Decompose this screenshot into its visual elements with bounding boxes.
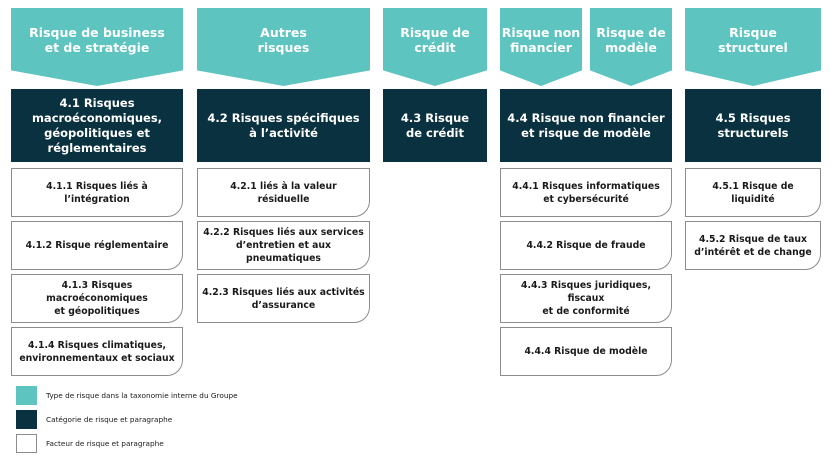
header-line: structurel: [718, 40, 788, 55]
category-line: à l’activité: [249, 125, 318, 140]
category-line: réglementaires: [47, 140, 147, 155]
legend-label-risk-category: Catégorie de risque et paragraphe: [46, 415, 173, 424]
risk-category-4-5: 4.5 Risques structurels: [685, 89, 821, 162]
factor-line: 4.4.2 Risque de fraude: [526, 240, 646, 251]
factor-line: 4.2.2 Risques liés aux services: [203, 227, 364, 238]
category-line: 4.2 Risques spécifiques: [207, 110, 360, 125]
category-line: 4.5 Risques: [715, 110, 791, 125]
category-line: 4.4 Risque non financier: [507, 110, 665, 125]
category-line: 4.1 Risques: [59, 95, 135, 110]
risk-type-credit: Risque de crédit: [383, 8, 487, 86]
factor-line: 4.1.4 Risques climatiques,: [27, 339, 167, 351]
header-line: Risque de: [596, 25, 666, 40]
risk-factor-4-2-3: 4.2.3 Risques liés aux activités d’assur…: [197, 274, 370, 323]
risk-type-structural: Risque structurel: [685, 8, 821, 86]
risk-category-4-2: 4.2 Risques spécifiques à l’activité: [197, 89, 370, 162]
category-line: 4.3 Risque: [400, 110, 470, 125]
risk-factor-4-1-1: 4.1.1 Risques liés à l’intégration: [11, 168, 183, 217]
category-line: géopolitiques et: [44, 125, 150, 140]
risk-factor-4-4-2: 4.4.2 Risque de fraude: [500, 221, 672, 270]
risk-factor-4-4-4: 4.4.4 Risque de modèle: [500, 327, 672, 376]
category-line: macroéconomiques,: [31, 110, 163, 125]
risk-factor-4-1-2: 4.1.2 Risque réglementaire: [11, 221, 183, 270]
factor-line: d’intérêt et de change: [694, 246, 812, 258]
category-line: structurels: [717, 125, 789, 140]
risk-type-non-financial: Risque non financier: [500, 8, 582, 86]
factor-line: et de conformité: [542, 306, 630, 317]
factor-line: 4.1.2 Risque réglementaire: [25, 240, 169, 251]
header-line: Risque non: [501, 25, 581, 40]
risk-factor-4-4-3: 4.4.3 Risques juridiques, fiscaux et de …: [500, 274, 672, 323]
factor-line: 4.2.3 Risques liés aux activités: [202, 286, 365, 298]
factor-line: et cybersécurité: [543, 193, 629, 205]
header-line: Risque de: [400, 25, 470, 40]
risk-factor-4-2-1: 4.2.1 liés à la valeur résiduelle: [197, 168, 370, 217]
factor-line: 4.2.1 liés à la valeur: [230, 180, 337, 192]
risk-factor-4-5-2: 4.5.2 Risque de taux d’intérêt et de cha…: [685, 221, 821, 270]
risk-type-business-strategy: Risque de business et de stratégie: [11, 8, 183, 86]
legend-label-risk-factor: Facteur de risque et paragraphe: [46, 439, 164, 448]
factor-line: d’assurance: [251, 299, 316, 311]
category-line: de crédit: [406, 125, 464, 140]
factor-line: 4.4.1 Risques informatiques: [512, 180, 660, 192]
factor-line: d’entretien et aux pneumatiques: [235, 240, 332, 264]
risk-factor-4-5-1: 4.5.1 Risque de liquidité: [685, 168, 821, 217]
factor-line: 4.1.3 Risques macroéconomiques: [46, 280, 148, 304]
header-line: Risque de business: [29, 25, 165, 40]
factor-line: 4.4.4 Risque de modèle: [524, 346, 648, 357]
header-line: crédit: [414, 40, 456, 55]
risk-type-other: Autres risques: [197, 8, 370, 86]
factor-line: 4.4.3 Risques juridiques, fiscaux: [521, 280, 651, 304]
risk-category-4-1: 4.1 Risques macroéconomiques, géopolitiq…: [11, 89, 183, 162]
risk-factor-4-4-1: 4.4.1 Risques informatiques et cybersécu…: [500, 168, 672, 217]
header-line: financier: [510, 40, 572, 55]
risk-category-4-3: 4.3 Risque de crédit: [383, 89, 487, 162]
factor-line: environnementaux et sociaux: [19, 352, 175, 364]
header-line: risques: [257, 40, 310, 55]
risk-factor-4-1-3: 4.1.3 Risques macroéconomiques et géopol…: [11, 274, 183, 323]
factor-line: 4.1.1 Risques liés à l’intégration: [46, 180, 148, 205]
legend-swatch-risk-category: [16, 410, 37, 429]
header-line: Autres: [260, 25, 307, 40]
header-line: Risque: [729, 25, 777, 40]
legend-label-risk-type: Type de risque dans la taxonomie interne…: [46, 391, 238, 400]
risk-type-model: Risque de modèle: [590, 8, 672, 86]
risk-factor-4-1-4: 4.1.4 Risques climatiques, environnement…: [11, 327, 183, 376]
factor-line: et géopolitiques: [54, 306, 140, 317]
risk-factor-4-2-2: 4.2.2 Risques liés aux services d’entret…: [197, 221, 370, 270]
header-line: modèle: [605, 40, 657, 55]
header-line: et de stratégie: [44, 40, 150, 55]
category-line: et risque de modèle: [521, 125, 651, 140]
risk-category-4-4: 4.4 Risque non financier et risque de mo…: [500, 89, 672, 162]
legend-swatch-risk-type: [16, 386, 37, 405]
factor-line: 4.5.1 Risque de liquidité: [712, 180, 794, 205]
legend-swatch-risk-factor: [16, 434, 37, 453]
factor-line: résiduelle: [257, 193, 310, 205]
factor-line: 4.5.2 Risque de taux: [699, 233, 807, 245]
